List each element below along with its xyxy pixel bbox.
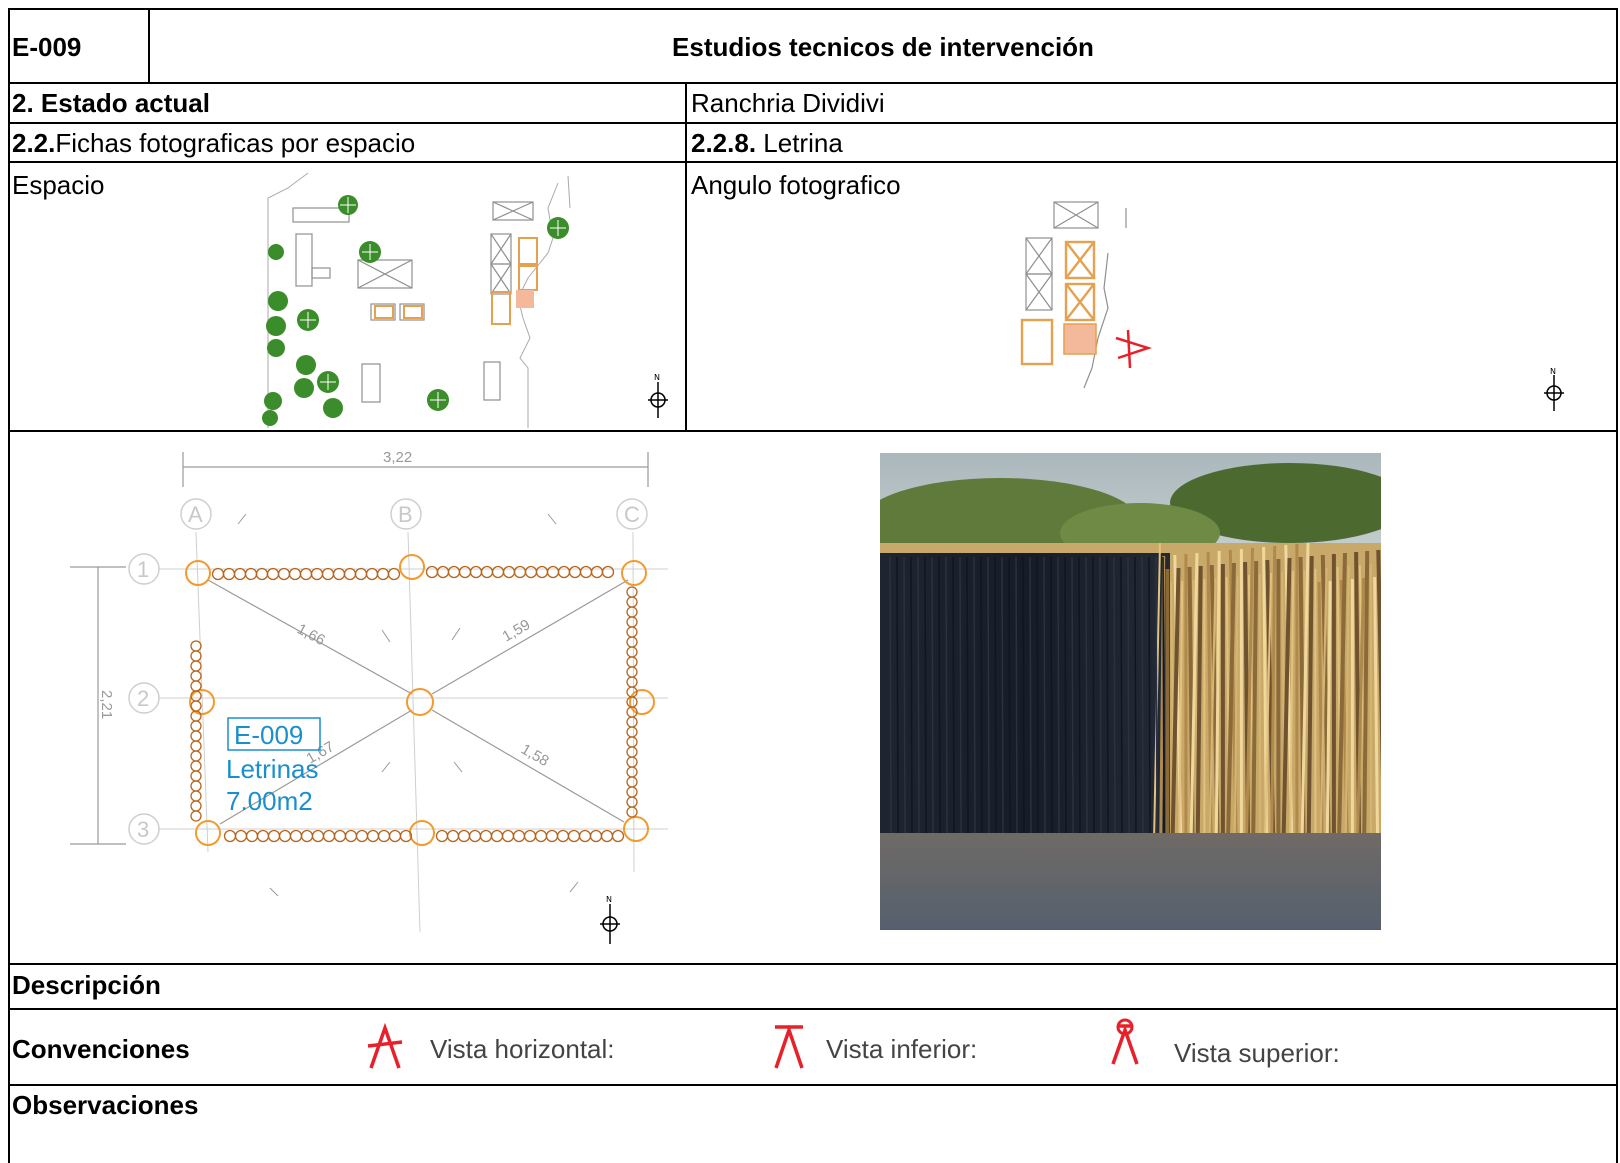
divider <box>685 83 687 431</box>
axis-label: A <box>188 502 203 527</box>
svg-text:N: N <box>654 373 660 382</box>
axis-label: 3 <box>137 817 149 842</box>
site-photo <box>880 453 1381 930</box>
diagonal-label: 1,58 <box>518 741 552 770</box>
divider <box>8 963 1618 965</box>
horizontal-view-marker-icon <box>1115 329 1153 369</box>
divider <box>8 1084 1618 1086</box>
axis-label: 2 <box>137 686 149 711</box>
site-name: Ranchria Dividivi <box>691 88 885 118</box>
axis-bubble <box>180 498 212 530</box>
axis-bubble <box>390 498 422 530</box>
height-dimension: 2,21 <box>98 690 115 719</box>
subsection-label: 2.2.Fichas fotograficas por espacio <box>12 128 416 158</box>
convention-label: Vista inferior: <box>826 1034 978 1064</box>
convention-label: Vista superior: <box>1174 1038 1340 1068</box>
axis-label: 1 <box>137 557 149 582</box>
divider <box>8 430 1618 432</box>
floor-plan: 3,22 2,21 A B C 1 2 3 1,66 1,59 1,58 1 <box>70 449 668 944</box>
border-right <box>1616 8 1618 1163</box>
description-label: Descripción <box>12 970 161 1000</box>
north-arrow-icon: N <box>600 895 620 944</box>
sheet-code: E-009 <box>12 32 82 62</box>
room-code: E-009 <box>234 720 303 750</box>
svg-text:N: N <box>606 895 612 904</box>
angle-heading: Angulo fotografico <box>691 170 901 200</box>
axis-bubble <box>616 498 648 530</box>
technical-sheet: E-009 Estudios tecnicos de intervención … <box>8 8 1618 1163</box>
axis-label: B <box>398 502 413 527</box>
observations-label: Observaciones <box>12 1090 199 1120</box>
angle-plan-map: N <box>1020 201 1564 411</box>
room-name: Letrinas <box>226 754 319 784</box>
divider <box>8 82 1618 84</box>
border-top <box>8 8 1618 10</box>
site-plan-map: N <box>262 172 668 428</box>
diagonal-label: 1,59 <box>500 616 534 645</box>
space-label: 2.2.8. Letrina <box>691 128 843 158</box>
divider <box>8 161 1618 163</box>
width-dimension: 3,22 <box>383 449 412 466</box>
room-area: 7.00m2 <box>226 786 313 816</box>
horizontal-view-icon <box>367 1022 403 1069</box>
convention-label: Vista horizontal: <box>430 1034 615 1064</box>
axis-label: C <box>624 502 640 527</box>
divider <box>8 1008 1618 1010</box>
border-left <box>8 8 10 1163</box>
sheet-title: Estudios tecnicos de intervención <box>672 32 1094 62</box>
conventions-label: Convenciones <box>12 1034 190 1064</box>
divider <box>8 122 1618 124</box>
lower-view-icon <box>774 1024 804 1069</box>
svg-text:N: N <box>1550 367 1556 376</box>
upper-view-icon <box>1111 1018 1139 1065</box>
north-arrow-icon: N <box>648 373 668 418</box>
diagonal-label: 1,66 <box>294 621 328 650</box>
north-arrow-icon: N <box>1544 367 1564 411</box>
space-heading: Espacio <box>12 170 105 200</box>
divider <box>148 8 150 83</box>
section-label: 2. Estado actual <box>12 88 210 118</box>
